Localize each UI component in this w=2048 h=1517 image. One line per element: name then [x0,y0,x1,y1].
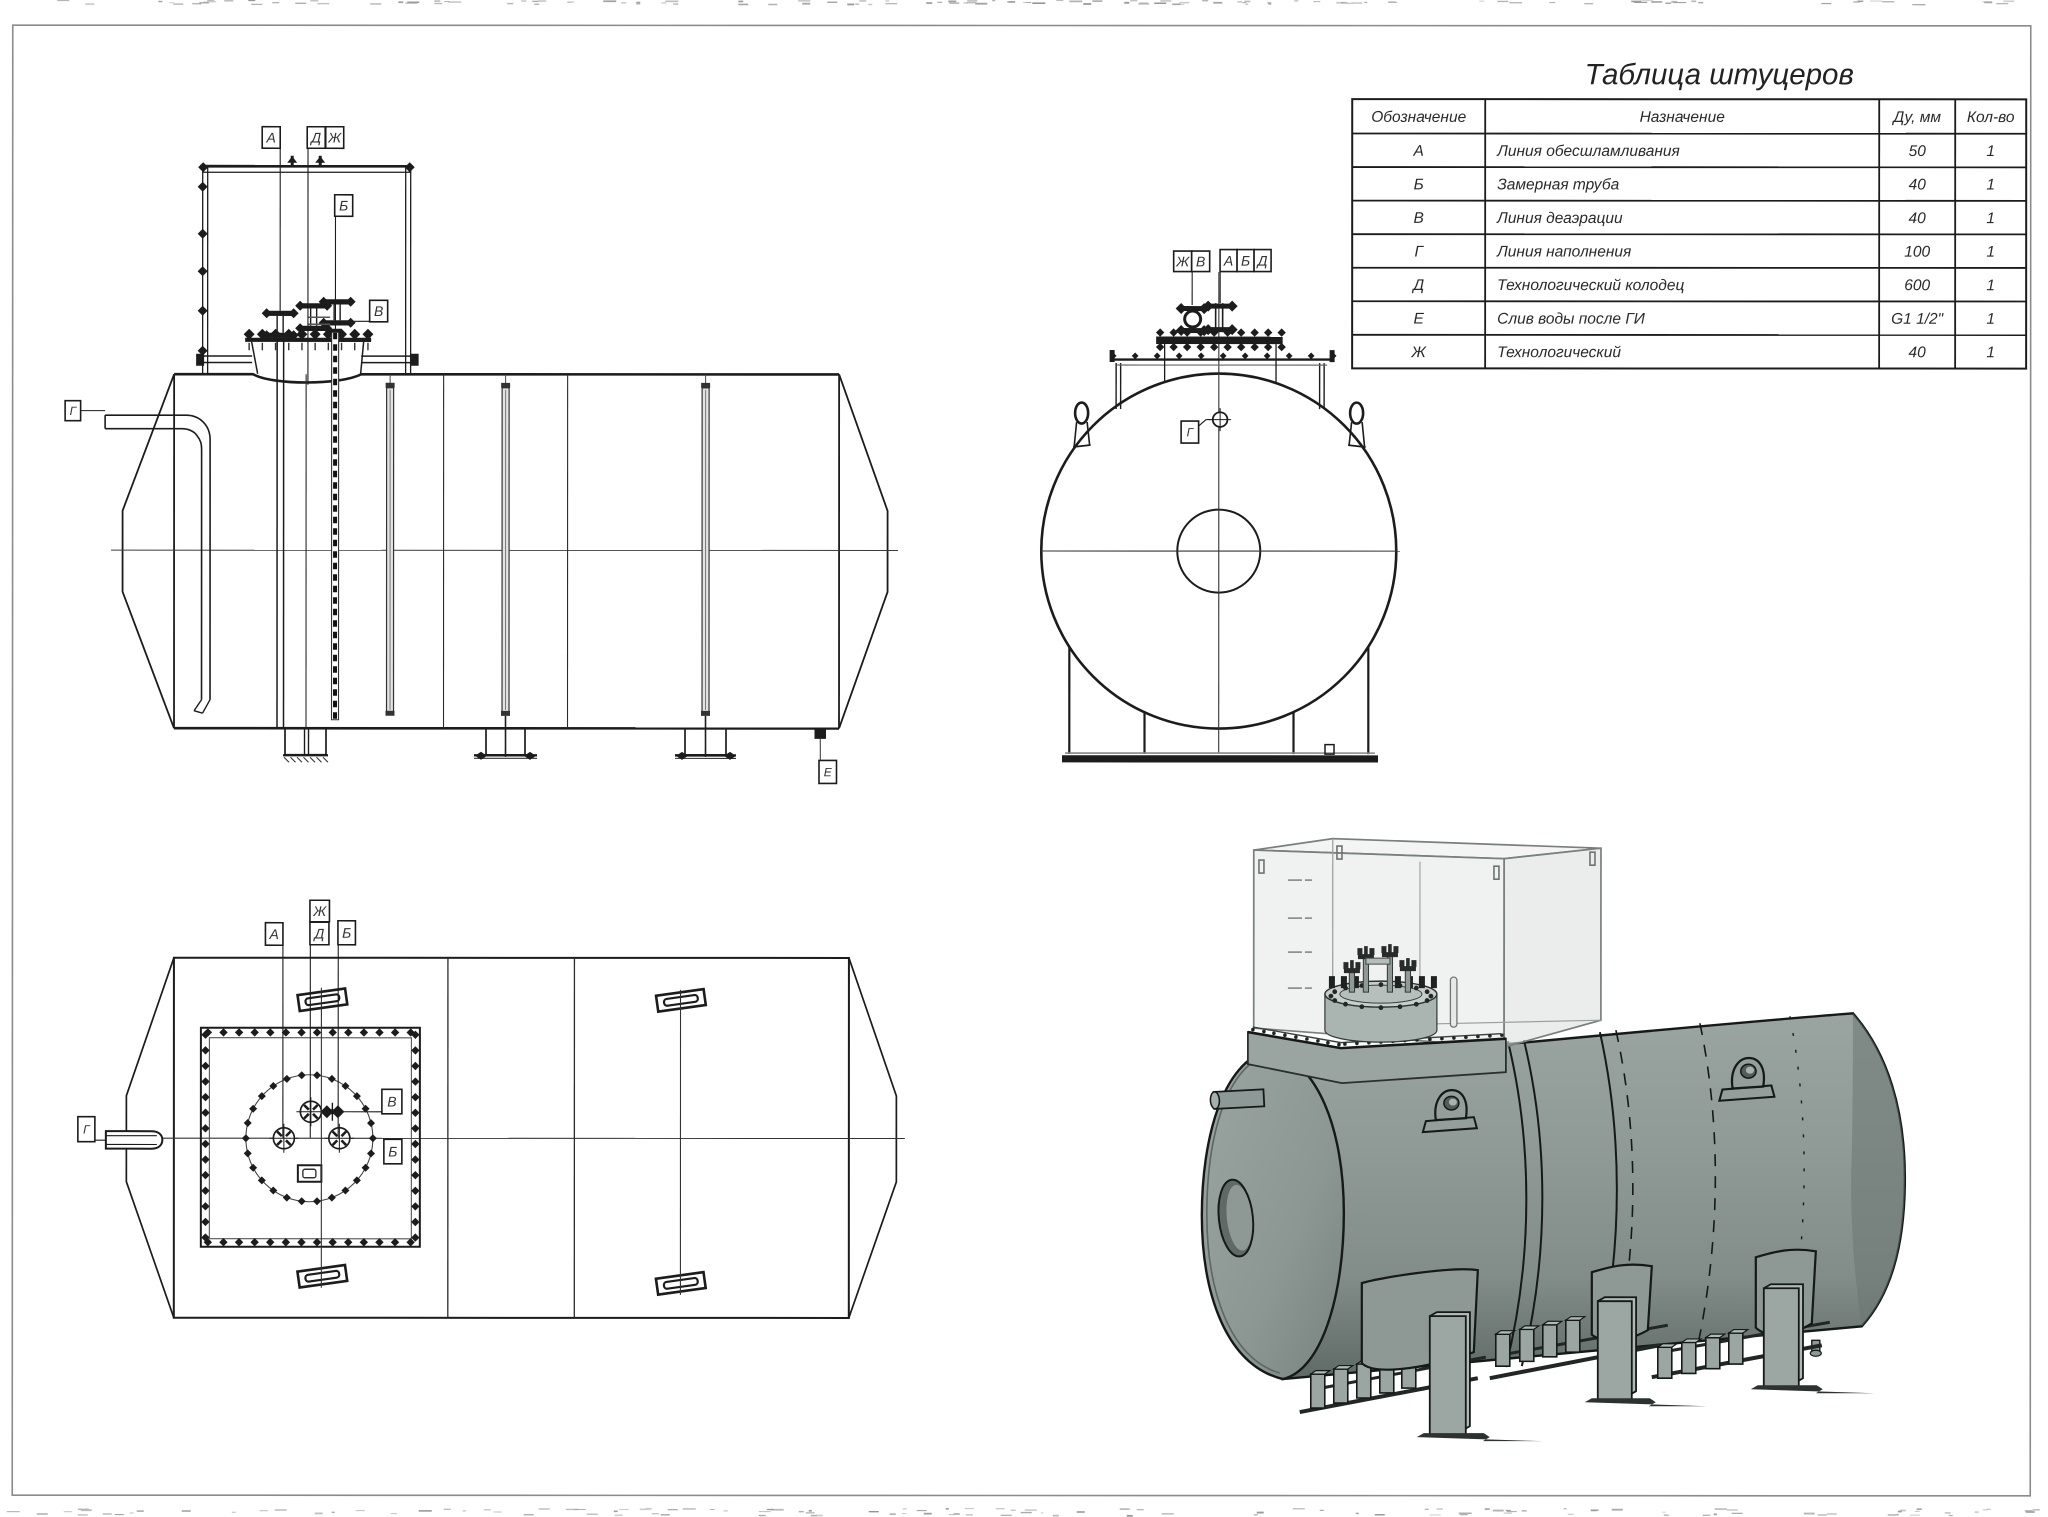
svg-text:Е: Е [1413,311,1424,328]
svg-text:Технологический: Технологический [1497,344,1621,361]
svg-text:40: 40 [1909,177,1927,194]
svg-text:Ж: Ж [1411,344,1427,361]
svg-text:Технологический колодец: Технологический колодец [1497,277,1684,294]
svg-text:Слив воды после ГИ: Слив воды после ГИ [1497,311,1646,328]
svg-text:1: 1 [1986,177,1995,194]
svg-text:1: 1 [1986,143,1995,160]
svg-text:Линия наполнения: Линия наполнения [1496,243,1631,260]
svg-text:Г: Г [1187,425,1195,439]
svg-text:50: 50 [1909,143,1927,160]
svg-text:Ж: Ж [312,903,327,919]
svg-text:40: 40 [1909,210,1927,227]
svg-text:Таблица штуцеров: Таблица штуцеров [1585,58,1854,91]
svg-text:А: А [1223,253,1233,269]
svg-text:Г: Г [83,1122,91,1136]
svg-text:Б: Б [342,925,351,941]
svg-text:Д: Д [1256,253,1268,269]
svg-text:Б: Б [1241,253,1250,269]
svg-text:Г: Г [1414,243,1424,260]
svg-text:1: 1 [1986,311,1995,328]
svg-text:А: А [269,926,279,942]
svg-text:Ж: Ж [1175,253,1190,269]
svg-text:Д: Д [313,926,325,942]
svg-text:1: 1 [1986,210,1995,227]
svg-text:Б: Б [388,1144,397,1160]
svg-text:Д: Д [1411,277,1424,294]
svg-text:Б: Б [1414,176,1424,193]
svg-text:Ду, мм: Ду, мм [1891,109,1941,126]
svg-text:В: В [1196,253,1205,269]
svg-text:Е: Е [824,765,833,779]
svg-text:В: В [1414,210,1424,227]
svg-text:В: В [387,1094,396,1110]
svg-text:Ж: Ж [327,130,342,146]
svg-text:Г: Г [70,404,78,418]
svg-text:Д: Д [309,130,321,146]
svg-text:1: 1 [1986,344,1995,361]
svg-text:Б: Б [339,198,348,214]
svg-text:1: 1 [1986,244,1995,261]
svg-text:100: 100 [1904,244,1930,261]
svg-text:А: А [266,130,276,146]
svg-text:600: 600 [1904,277,1930,294]
svg-text:Назначение: Назначение [1640,109,1726,126]
svg-text:Линия обесшламливания: Линия обесшламливания [1496,143,1680,160]
svg-text:Кол-во: Кол-во [1967,109,2015,126]
svg-text:Обозначение: Обозначение [1371,109,1466,126]
svg-text:G1 1/2": G1 1/2" [1891,311,1945,328]
svg-text:1: 1 [1986,277,1995,294]
svg-text:40: 40 [1909,344,1927,361]
svg-text:Линия деаэрации: Линия деаэрации [1496,210,1623,227]
svg-text:А: А [1413,143,1424,160]
svg-text:Замерная труба: Замерная труба [1497,176,1619,193]
svg-text:В: В [374,303,383,319]
